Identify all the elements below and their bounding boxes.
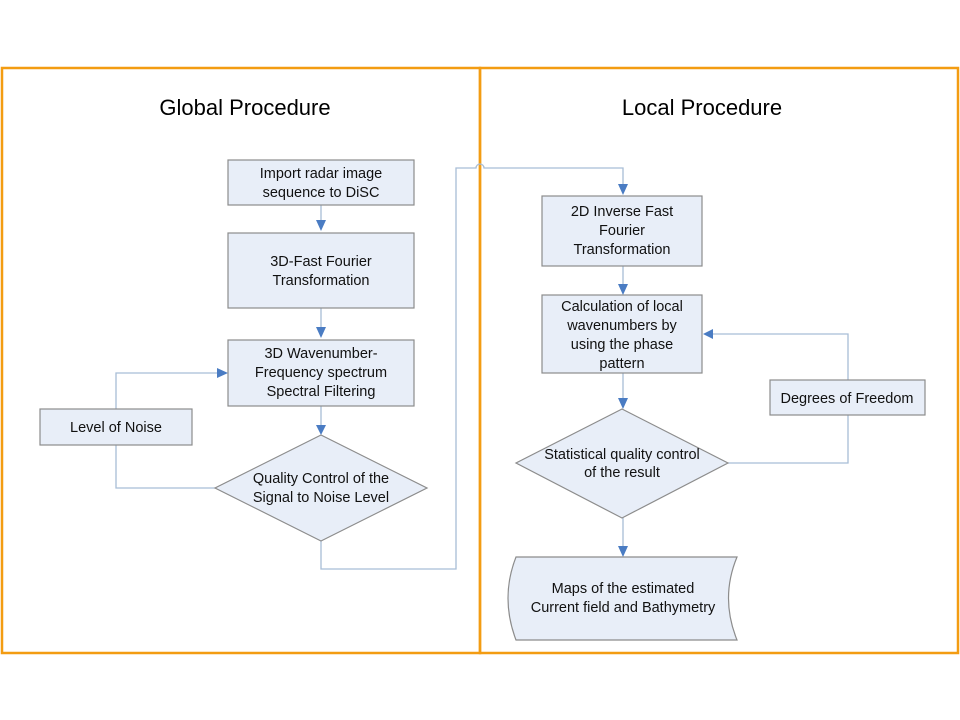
arrow-down-icon xyxy=(316,425,326,435)
arrow-down-icon xyxy=(618,284,628,295)
node-import: Import radar image sequence to DiSC xyxy=(227,159,415,206)
arrow-left-icon xyxy=(703,329,713,339)
svg-text:2D Inverse Fast: 2D Inverse Fast xyxy=(571,204,673,220)
node-spectrum: 3D Wavenumber- Frequency spectrum Spectr… xyxy=(227,339,415,407)
node-quality-control: Quality Control of the Signal to Noise L… xyxy=(213,434,429,542)
svg-text:Transformation: Transformation xyxy=(574,242,671,258)
node-statistical-quality: Statistical quality control of the resul… xyxy=(514,408,730,519)
arrow-down-icon xyxy=(618,398,628,409)
svg-text:Level of Noise: Level of Noise xyxy=(70,420,162,436)
svg-text:Calculation of local: Calculation of local xyxy=(561,299,683,315)
svg-text:Signal to Noise Level: Signal to Noise Level xyxy=(253,490,389,506)
svg-text:sequence to DiSC: sequence to DiSC xyxy=(263,185,380,201)
node-ifft2d: 2D Inverse Fast Fourier Transformation xyxy=(541,195,703,267)
svg-text:of the result: of the result xyxy=(584,465,660,481)
node-calc-wavenumbers: Calculation of local wavenumbers by usin… xyxy=(541,294,703,374)
svg-text:Transformation: Transformation xyxy=(273,273,370,289)
arrow-down-icon xyxy=(316,220,326,231)
svg-text:Current field and Bathymetry: Current field and Bathymetry xyxy=(531,600,716,616)
connector-dof-calc xyxy=(710,333,849,380)
svg-text:Statistical quality control: Statistical quality control xyxy=(544,447,700,463)
node-degrees-of-freedom: Degrees of Freedom xyxy=(769,379,926,416)
arrow-right-icon xyxy=(217,368,228,378)
global-procedure-title: Global Procedure xyxy=(159,95,330,120)
svg-text:wavenumbers by: wavenumbers by xyxy=(566,318,677,334)
svg-text:using the phase: using the phase xyxy=(571,337,673,353)
svg-text:Frequency spectrum: Frequency spectrum xyxy=(255,365,387,381)
local-procedure-panel xyxy=(478,66,960,655)
arrow-down-icon xyxy=(316,327,326,338)
node-level-of-noise: Level of Noise xyxy=(39,408,193,446)
connectors xyxy=(115,163,849,570)
arrowheads xyxy=(217,184,713,557)
svg-text:Quality Control of the: Quality Control of the xyxy=(253,471,389,487)
svg-text:Import radar image: Import radar image xyxy=(260,166,383,182)
svg-text:Degrees of Freedom: Degrees of Freedom xyxy=(781,391,914,407)
svg-text:3D Wavenumber-: 3D Wavenumber- xyxy=(264,346,377,362)
svg-text:Spectral Filtering: Spectral Filtering xyxy=(267,384,376,400)
node-fft3d: 3D-Fast Fourier Transformation xyxy=(227,232,415,309)
svg-text:pattern: pattern xyxy=(599,356,644,372)
connector-noise-spectrum xyxy=(115,372,221,409)
svg-text:Maps of the estimated: Maps of the estimated xyxy=(552,581,695,597)
node-maps-output: Maps of the estimated Current field and … xyxy=(507,556,738,641)
connector-global-to-local xyxy=(320,163,624,570)
svg-text:Fourier: Fourier xyxy=(599,223,645,239)
svg-text:3D-Fast Fourier: 3D-Fast Fourier xyxy=(270,254,372,270)
arrow-down-icon xyxy=(618,546,628,557)
connector-quality-noise xyxy=(115,445,215,489)
arrow-down-icon xyxy=(618,184,628,195)
connector-stat-dof xyxy=(728,415,849,464)
local-procedure-title: Local Procedure xyxy=(622,95,782,120)
